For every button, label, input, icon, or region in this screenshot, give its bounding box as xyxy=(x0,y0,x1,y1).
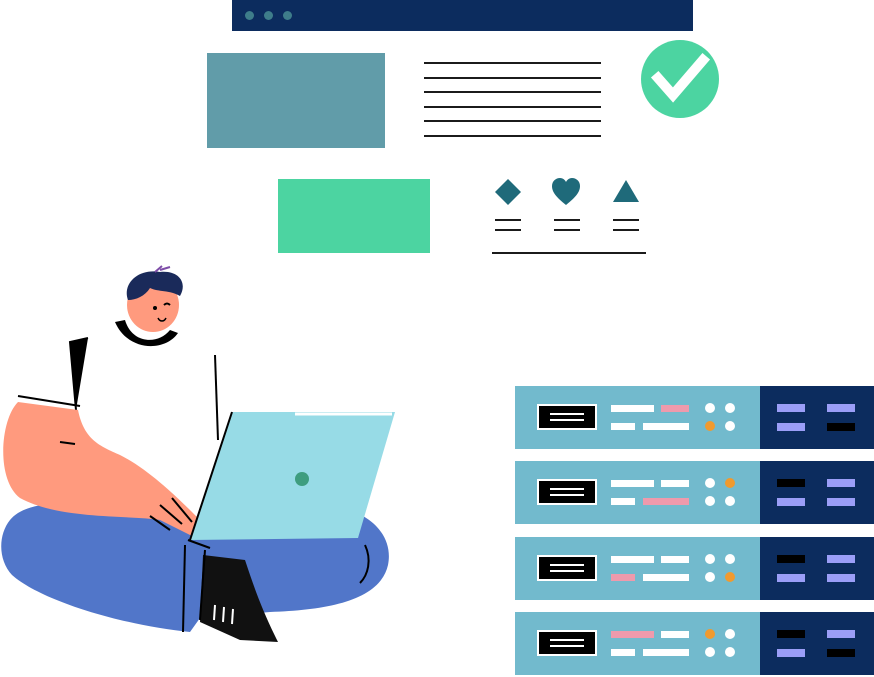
status-led xyxy=(725,478,735,488)
drive-slot xyxy=(827,423,855,431)
text-line xyxy=(424,105,601,108)
server-side-panel xyxy=(760,461,874,524)
person-with-laptop-illustration xyxy=(1,265,395,642)
status-bar xyxy=(661,631,689,638)
server-unit xyxy=(515,537,874,600)
status-led xyxy=(705,647,715,657)
server-front-panel xyxy=(515,612,760,675)
drive-slot xyxy=(777,574,805,582)
drive-slot xyxy=(777,498,805,506)
drive-slot xyxy=(777,479,805,487)
check-circle-icon xyxy=(641,40,719,118)
server-front-panel xyxy=(515,537,760,600)
drive-slot xyxy=(777,404,805,412)
status-led xyxy=(725,629,735,639)
server-unit xyxy=(515,612,874,675)
drive-slot xyxy=(777,630,805,638)
heart-icon xyxy=(552,178,580,205)
window-dot xyxy=(283,11,292,20)
server-display xyxy=(537,404,597,430)
drive-slot xyxy=(827,498,855,506)
text-line xyxy=(613,219,639,221)
drive-slot xyxy=(777,423,805,431)
status-led xyxy=(705,478,715,488)
server-side-panel xyxy=(760,386,874,449)
server-front-panel xyxy=(515,461,760,524)
status-bar xyxy=(643,649,689,656)
diamond-icon xyxy=(495,179,521,205)
server-side-panel xyxy=(760,612,874,675)
image-placeholder xyxy=(207,53,385,148)
browser-title-bar xyxy=(232,0,693,31)
drive-slot xyxy=(827,479,855,487)
status-led xyxy=(705,496,715,506)
feature-caption-lines xyxy=(554,219,580,239)
server-side-panel xyxy=(760,537,874,600)
drive-slot xyxy=(827,555,855,563)
status-led xyxy=(705,629,715,639)
status-led xyxy=(705,572,715,582)
divider xyxy=(492,252,646,254)
status-bar xyxy=(611,423,635,430)
server-display xyxy=(537,555,597,581)
text-line xyxy=(554,219,580,221)
drive-slot xyxy=(777,649,805,657)
server-front-panel xyxy=(515,386,760,449)
status-bar xyxy=(611,405,654,412)
text-line xyxy=(613,229,639,231)
status-bar xyxy=(643,423,689,430)
drive-slot xyxy=(827,649,855,657)
server-unit xyxy=(515,461,874,524)
status-led xyxy=(705,421,715,431)
server-display xyxy=(537,630,597,656)
status-led xyxy=(725,421,735,431)
window-dot xyxy=(245,11,254,20)
status-led xyxy=(725,496,735,506)
status-led xyxy=(725,647,735,657)
status-led xyxy=(705,554,715,564)
status-bar xyxy=(661,480,689,487)
status-led xyxy=(725,403,735,413)
status-bar xyxy=(643,574,689,581)
feature-caption-lines xyxy=(495,219,521,239)
button-placeholder xyxy=(278,179,430,253)
status-bar xyxy=(611,480,654,487)
status-bar xyxy=(661,556,689,563)
drive-slot xyxy=(827,630,855,638)
status-bar xyxy=(611,631,654,638)
window-dot xyxy=(264,11,273,20)
server-unit xyxy=(515,386,874,449)
status-bar xyxy=(611,556,654,563)
drive-slot xyxy=(777,555,805,563)
status-led xyxy=(725,572,735,582)
status-bar xyxy=(611,649,635,656)
status-bar xyxy=(611,574,635,581)
text-line xyxy=(424,120,601,123)
triangle-icon xyxy=(613,180,639,202)
status-bar xyxy=(643,498,689,505)
text-line xyxy=(495,219,521,221)
status-bar xyxy=(661,405,689,412)
text-line xyxy=(424,62,601,64)
status-led xyxy=(725,554,735,564)
server-display xyxy=(537,479,597,505)
text-line xyxy=(424,91,601,94)
drive-slot xyxy=(827,404,855,412)
drive-slot xyxy=(827,574,855,582)
text-placeholder-lines xyxy=(424,62,601,150)
text-line xyxy=(495,229,521,231)
text-line xyxy=(424,134,601,137)
status-bar xyxy=(611,498,635,505)
text-line xyxy=(554,229,580,231)
text-line xyxy=(424,76,601,79)
status-led xyxy=(705,403,715,413)
feature-caption-lines xyxy=(613,219,639,239)
